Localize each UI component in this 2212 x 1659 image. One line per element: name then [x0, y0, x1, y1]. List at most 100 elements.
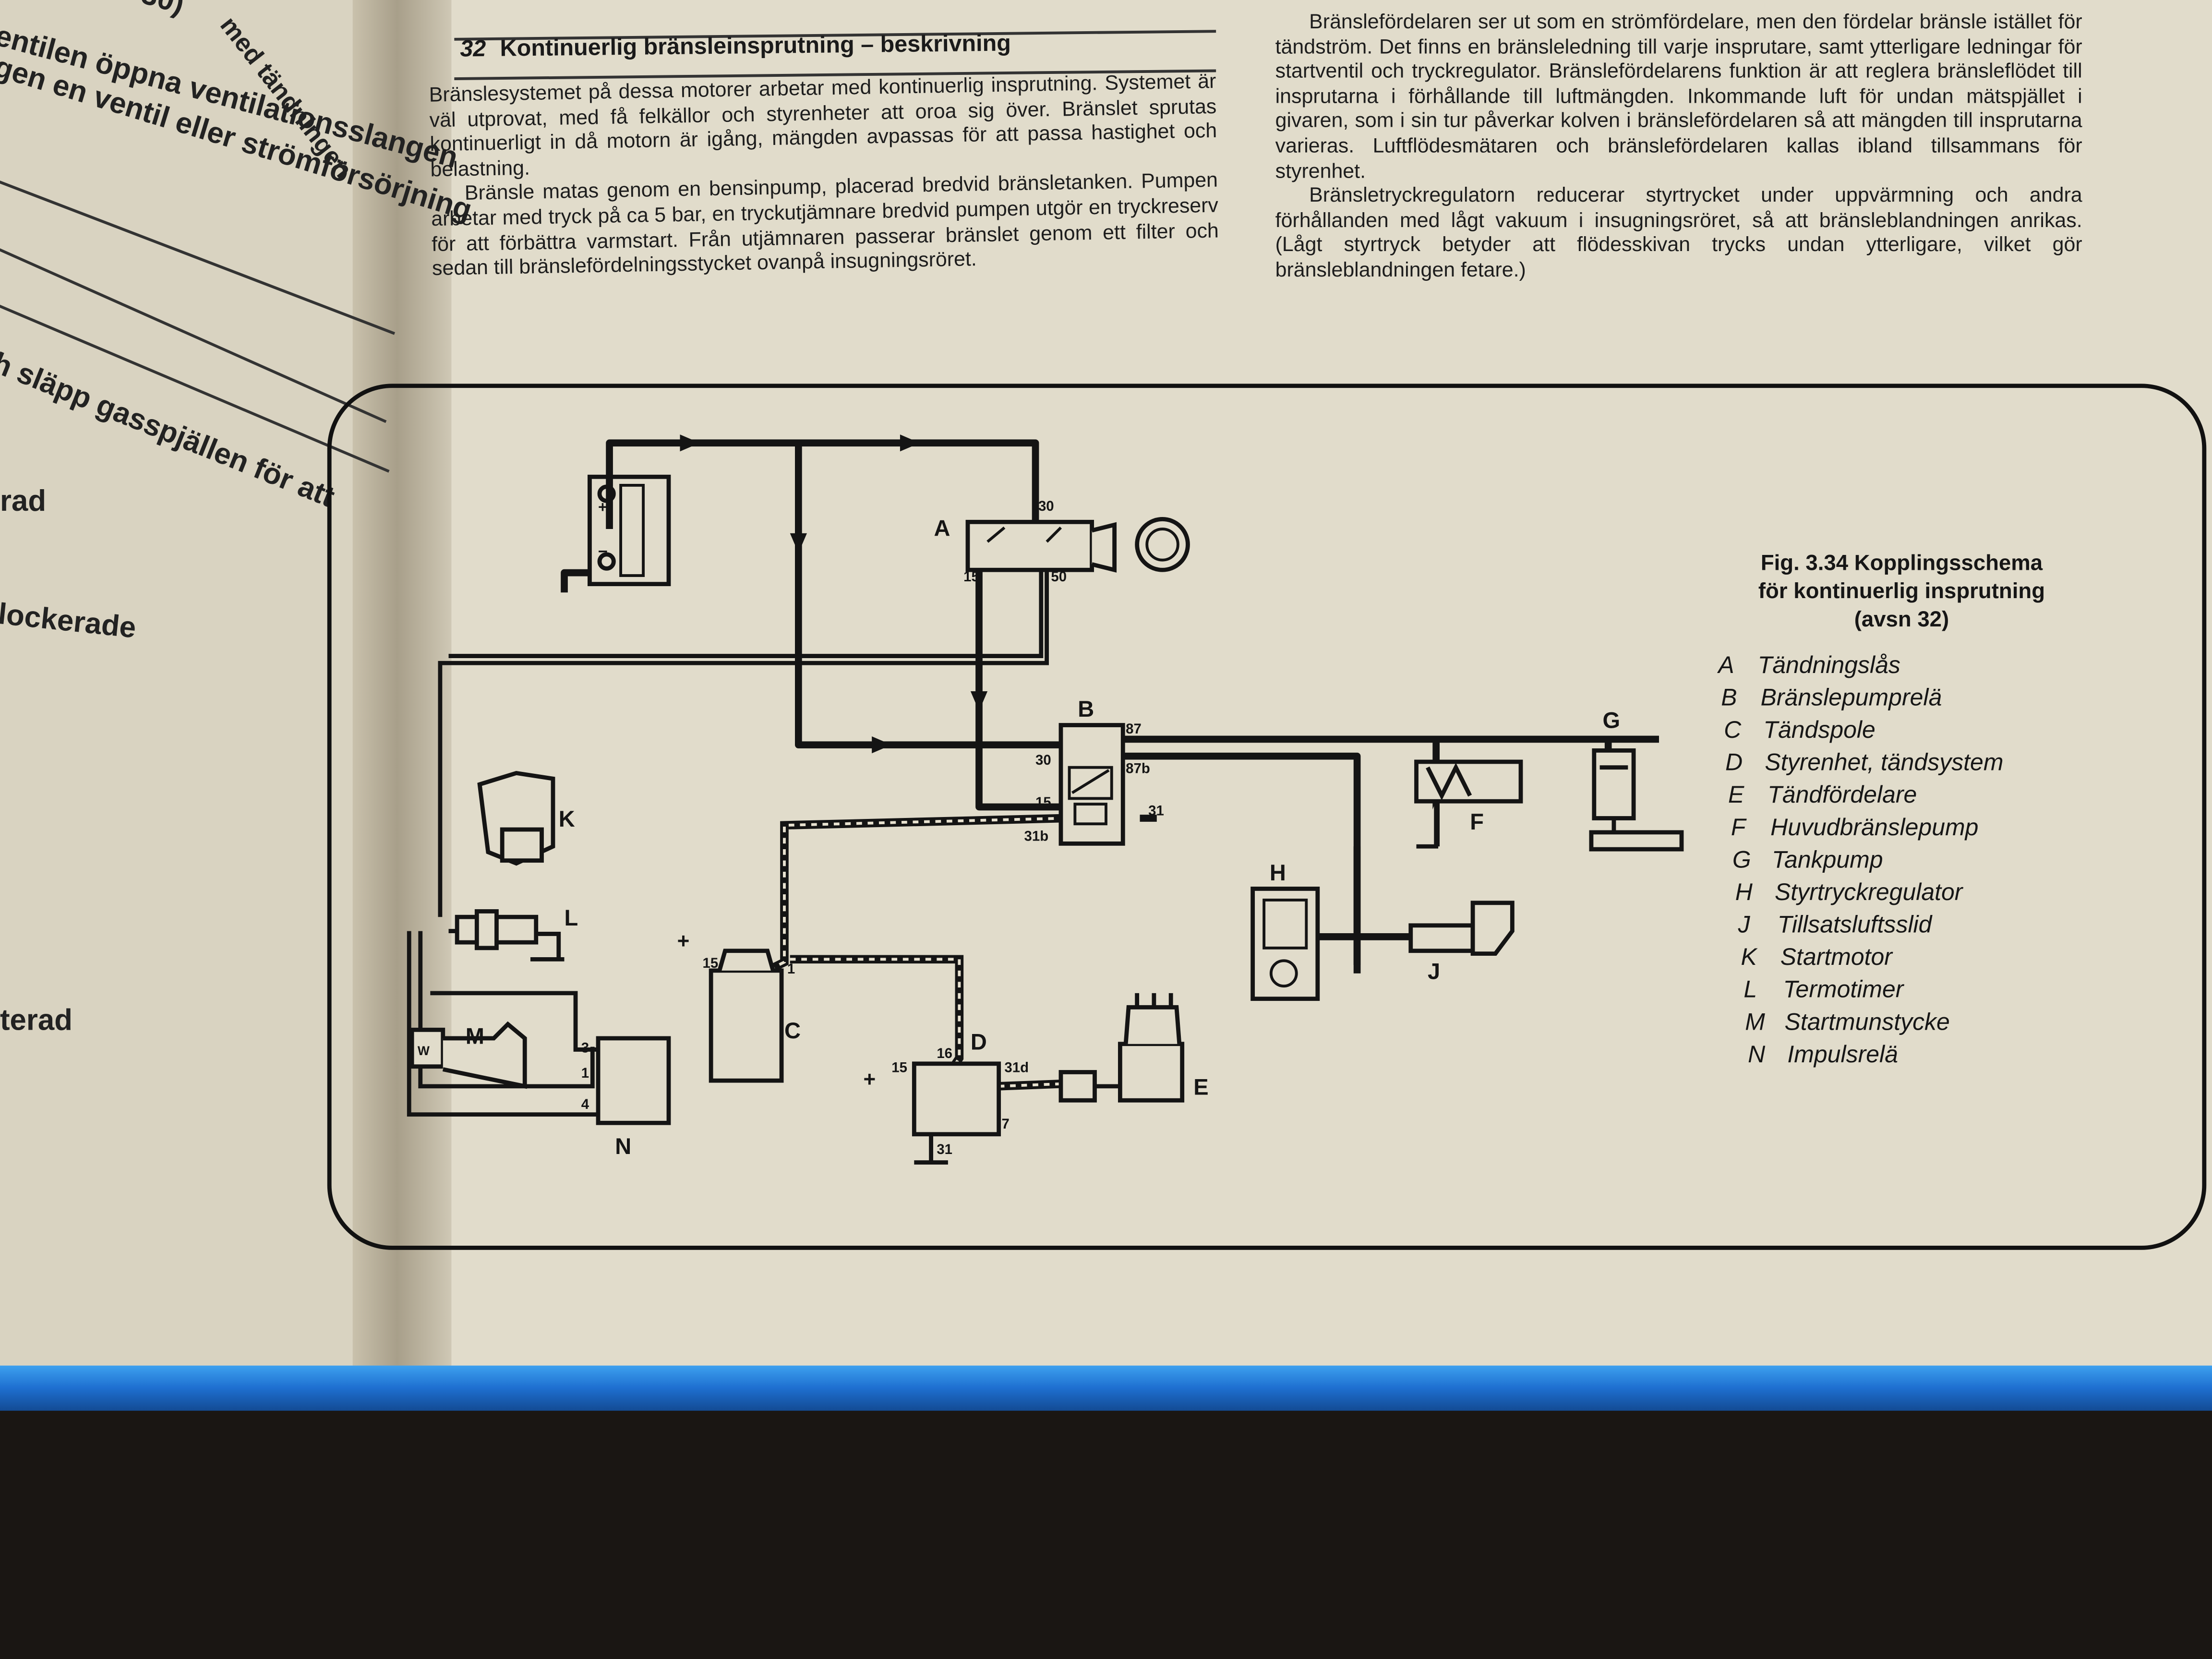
diagram-frame: [327, 384, 2207, 1250]
label-c: C: [784, 1018, 801, 1043]
terminal-d31: 31: [937, 1142, 952, 1157]
book-cover-edge: [0, 1365, 2212, 1411]
terminal-d31d: 31d: [1004, 1059, 1029, 1075]
wire-c1-to-d16: [790, 955, 964, 1069]
legend-item: E Tändfördelare: [1728, 781, 1917, 810]
figure-caption: Fig. 3.34 Kopplingsschema för kontinuerl…: [1718, 550, 2085, 635]
left-fragment: rad: [0, 485, 47, 518]
arrow-icon: [680, 434, 700, 452]
legend-text: Styrtryckregulator: [1774, 878, 1963, 906]
terminal-b87b: 87b: [1126, 760, 1150, 776]
thermo-timer-icon: [455, 909, 565, 962]
terminal-d15: 15: [891, 1059, 907, 1075]
ignition-control-unit-icon: [912, 1061, 1001, 1165]
legend-text: Startmotor: [1780, 944, 1892, 971]
wire-a50-double: [448, 550, 1044, 658]
text-column-2: Bränslefördelaren ser ut som en strömför…: [1275, 12, 2082, 285]
wire-battery-to-a30: [606, 439, 1039, 529]
legend-text: Tändfördelare: [1767, 781, 1917, 808]
label-d: D: [971, 1029, 987, 1054]
legend-item: D Styrenhet, tändsystem: [1725, 749, 2003, 777]
arrow-icon: [970, 691, 988, 711]
legend-key: J: [1738, 911, 1750, 938]
distributor-icon: [1058, 993, 1185, 1103]
book-gutter: [352, 0, 452, 1383]
legend-text: Bränslepumprelä: [1760, 684, 1942, 711]
legend-text: Termotimer: [1783, 976, 1904, 1003]
terminal-m-w: W: [418, 1044, 430, 1058]
wire-l-to-n-2: [407, 931, 599, 1117]
pressure-regulator-icon: [1250, 887, 1320, 1001]
coil-plus: +: [677, 929, 690, 953]
legend-key: D: [1725, 749, 1743, 776]
legend-item: M Startmunstycke: [1745, 1009, 1950, 1037]
start-injector-icon: [409, 1021, 527, 1089]
hatch-b31b: [761, 817, 1065, 975]
legend-key: B: [1721, 684, 1737, 711]
legend-item: N Impulsrelä: [1748, 1041, 1898, 1070]
label-l: L: [565, 905, 578, 930]
arrow-icon: [790, 533, 807, 553]
legend-text: Tankpump: [1772, 846, 1883, 874]
legend-text: Styrenhet, tändsystem: [1765, 749, 2004, 776]
label-g: G: [1602, 707, 1620, 733]
label-e: E: [1193, 1074, 1208, 1099]
terminal-a50: 50: [1051, 569, 1067, 585]
terminal-n3: 3: [581, 1040, 589, 1056]
legend-key: M: [1745, 1009, 1765, 1036]
label-a: A: [934, 516, 950, 541]
wire-m-to-n: [430, 991, 599, 1052]
terminal-n4: 4: [581, 1096, 589, 1112]
tank-pump-icon: [1589, 748, 1684, 852]
terminal-b31b: 31b: [1024, 829, 1049, 844]
terminal-n1: 1: [581, 1065, 589, 1081]
fuel-pump-relay-icon: [1058, 723, 1125, 846]
wire-a50-to-k: [438, 550, 1049, 917]
legend-item: H Styrtryckregulator: [1735, 879, 1963, 907]
legend-text: Impulsrelä: [1787, 1041, 1898, 1068]
starter-motor-icon: [477, 770, 555, 866]
auxiliary-air-valve-icon: [1408, 901, 1515, 956]
terminal-d7: 7: [1002, 1116, 1010, 1132]
terminal-b15: 15: [1035, 794, 1051, 810]
main-fuel-pump-icon: [1414, 759, 1523, 849]
terminal-b31: 31: [1148, 803, 1164, 819]
wire-a15-to-b15: [975, 571, 1065, 811]
control-unit-plus: +: [864, 1068, 876, 1091]
label-n: N: [615, 1133, 631, 1159]
label-m: M: [466, 1023, 484, 1049]
caption-line: för kontinuerlig insprutning: [1758, 579, 2045, 604]
arrow-icon: [900, 434, 920, 452]
arrow-icon: [872, 736, 892, 754]
legend-key: L: [1743, 976, 1757, 1003]
legend-key: K: [1741, 944, 1757, 971]
terminal-c1: 1: [787, 961, 795, 977]
legend-text: Startmunstycke: [1784, 1009, 1950, 1036]
desk-surface: [0, 1410, 2212, 1659]
wire-b31b-to-c: [759, 814, 1065, 977]
legend-text: Tändningslås: [1757, 651, 1900, 679]
legend-item: B Bränslepumprelä: [1721, 684, 1942, 712]
label-f: F: [1470, 809, 1484, 834]
legend-key: N: [1748, 1041, 1766, 1068]
legend-key: H: [1735, 878, 1753, 906]
hatch-c1: [790, 958, 961, 1068]
battery-plus-label: +: [598, 498, 607, 516]
wire-battery-ground: [561, 569, 590, 593]
terminal-c15: 15: [703, 955, 719, 971]
terminal-b87: 87: [1126, 721, 1142, 737]
terminal-a15: 15: [963, 569, 979, 585]
terminal-a30: 30: [1038, 498, 1054, 514]
left-fragment: terad: [0, 1004, 72, 1037]
legend-key: C: [1724, 716, 1742, 744]
terminal-d16: 16: [937, 1046, 952, 1061]
right-page: [384, 0, 2212, 1383]
paragraph: Bränslefördelaren ser ut som en strömför…: [1275, 11, 2082, 183]
legend-item: G Tankpump: [1732, 846, 1883, 875]
legend-key: E: [1728, 781, 1744, 808]
legend-key: G: [1732, 846, 1751, 874]
